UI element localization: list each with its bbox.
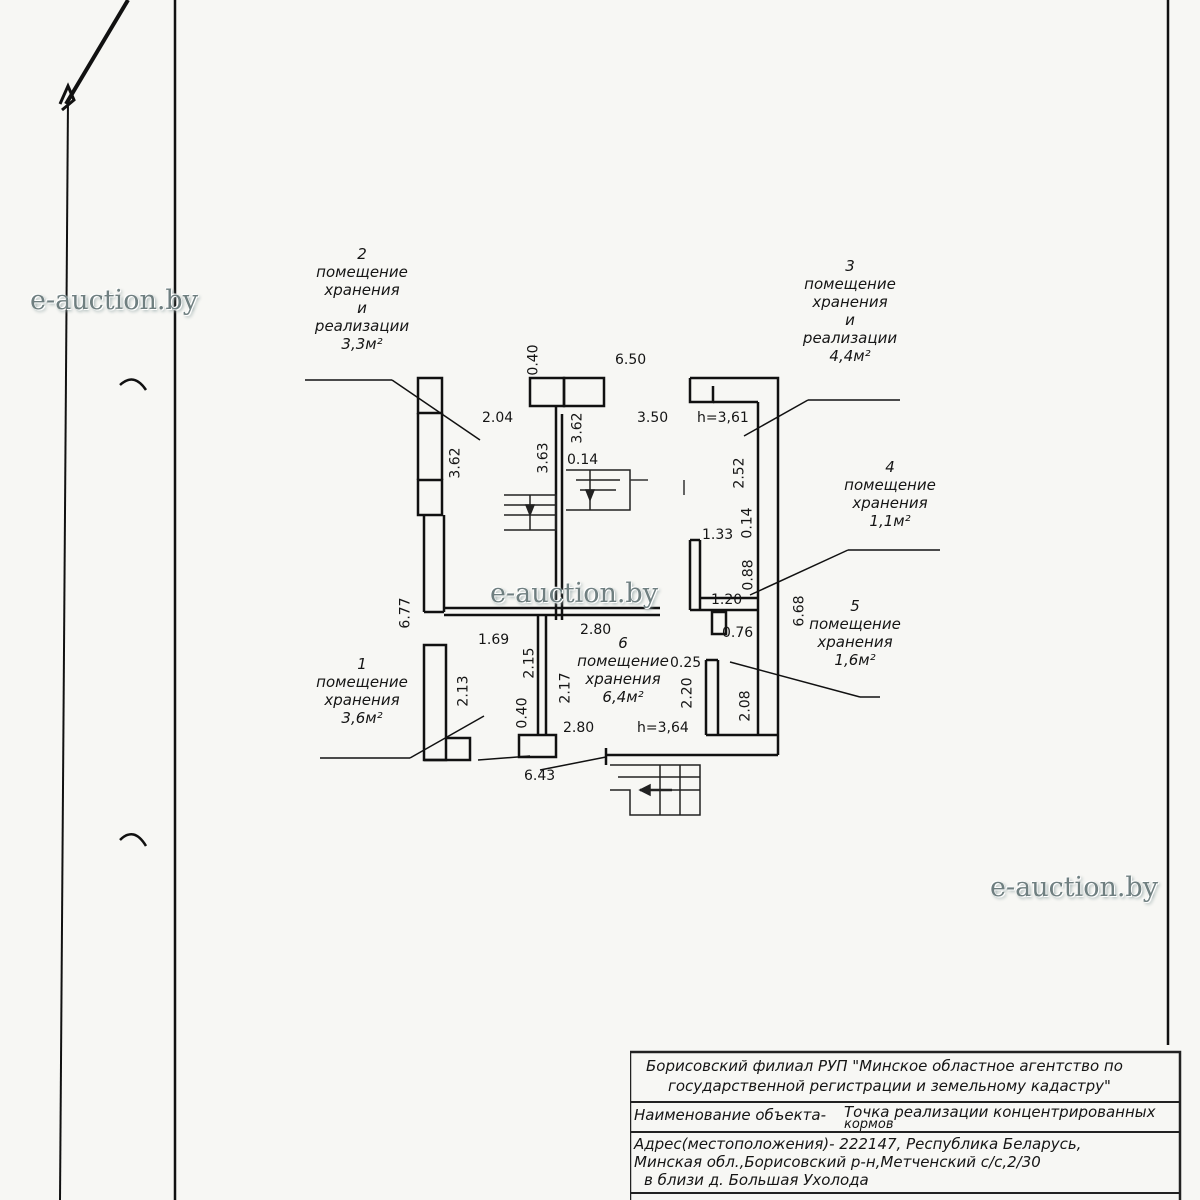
room-type-line: помещение [577,652,669,670]
room-area: 4,4м² [829,347,871,365]
object-name-label: Наименование объекта- [634,1106,826,1124]
room-label-6: 6 помещение хранения 6,4м² [563,634,683,706]
watermark: e-auction.by [990,872,1158,903]
dimension-label: 6.77 [397,597,414,629]
room-type-line: помещение [844,476,936,494]
dimension-label: 3.63 [535,442,552,474]
room-label-5: 5 помещение хранения 1,6м² [795,597,915,669]
address-line: в близи д. Большая Ухолода [644,1171,869,1189]
dimension-label: 2.80 [580,622,612,638]
binding-frame [58,0,1170,1200]
organization-line: Борисовский филиал РУП "Минское областно… [646,1057,1123,1075]
room-type-line: и [845,311,855,329]
room-area: 3,3м² [341,335,383,353]
dimension-label: 6.68 [791,595,808,627]
room-label-1: 1 помещение хранения 3,6м² [302,655,422,727]
dimension-label: 0.40 [525,344,542,376]
room-type-line: реализации [314,317,410,335]
room-label-2: 2 помещение хранения и реализации 3,3м² [302,245,422,353]
dimension-label: 3.50 [637,410,669,426]
dimension-label: 2.13 [455,675,472,707]
watermark: e-auction.by [30,285,198,316]
room-number: 1 [357,655,367,673]
staircases [504,469,701,816]
room-number: 3 [845,257,855,275]
room-type-line: хранения [324,281,400,299]
door-openings [630,479,685,495]
address-line: Адрес(местоположения)- 222147, Республик… [634,1135,1082,1153]
title-block-frame [630,1050,1182,1200]
room-number: 4 [885,458,895,476]
room-type-line: помещение [316,263,408,281]
room-type-line: хранения [852,494,928,512]
dimension-label: 2.80 [563,720,595,736]
dimension-label: 3.62 [569,412,586,444]
room-type-line: хранения [324,691,400,709]
punch-hole-marks [119,378,148,847]
dimension-label: 1.69 [478,632,510,648]
dimension-label: 2.20 [679,677,696,709]
room-label-3: 3 помещение хранения и реализации 4,4м² [790,257,910,365]
object-name-value: Точка реализации концентрированных [844,1103,1156,1121]
room-type-line: хранения [812,293,888,311]
dimension-label: 0.76 [722,625,754,641]
title-block: Борисовский филиал РУП "Минское областно… [630,1050,1182,1200]
room-type-line: хранения [817,633,893,651]
room-type-line: и [357,299,367,317]
dimension-label: 0.14 [739,507,756,539]
dimension-label: 2.17 [557,672,574,704]
room-area: 6,4м² [602,688,644,706]
leader-lines [305,379,940,771]
room-type-line: реализации [802,329,898,347]
room-type-line: помещение [316,673,408,691]
dimension-label: 6.43 [524,768,556,784]
room-number: 5 [850,597,860,615]
room-type-line: помещение [809,615,901,633]
watermark: e-auction.by [490,578,658,609]
room-number: 6 [618,634,628,652]
dimension-label: 2.52 [731,457,748,489]
dimension-label: 0.25 [670,655,702,671]
address-line: Минская обл.,Борисовский р-н,Метченский … [634,1153,1041,1171]
dimension-label: 2.15 [521,647,538,679]
dimension-label: 3.62 [447,447,464,479]
dimension-label: 0.14 [567,452,599,468]
dimension-label: h=3,64 [637,720,689,736]
object-name-value: кормов [844,1117,894,1132]
dimension-label: h=3,61 [697,410,749,426]
dimension-label: 1.33 [702,527,734,543]
room-area: 3,6м² [341,709,383,727]
dimension-label: 2.08 [737,690,754,722]
dimension-label: 2.04 [482,410,514,426]
walls [416,376,780,765]
dimension-label: 1.20 [711,592,743,608]
dimension-label: 0.40 [514,697,531,729]
room-area: 1,6м² [834,651,876,669]
organization-line: государственной регистрации и земельному… [668,1077,1111,1095]
room-type-line: хранения [585,670,661,688]
room-label-4: 4 помещение хранения 1,1м² [830,458,950,530]
dimension-label: 6.50 [615,352,647,368]
room-area: 1,1м² [869,512,911,530]
room-number: 2 [357,245,367,263]
room-type-line: помещение [804,275,896,293]
dimension-label: 0.88 [740,559,757,591]
